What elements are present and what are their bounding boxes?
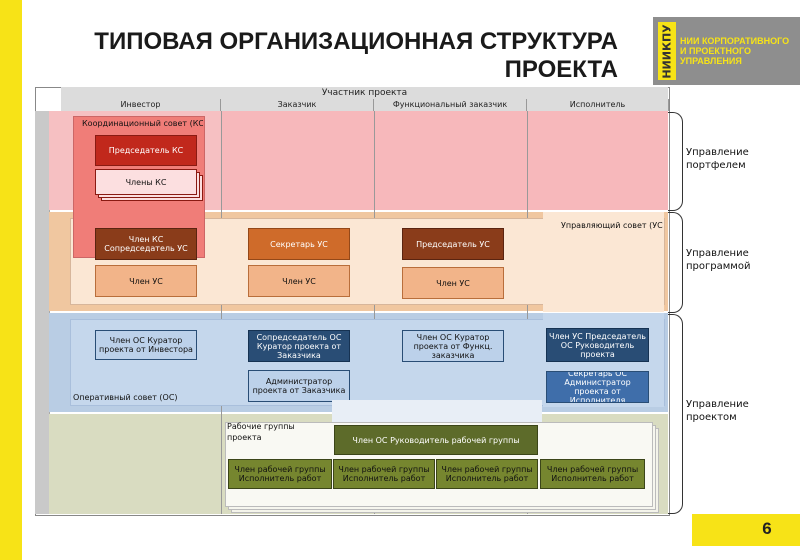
page-number: 6 (762, 519, 772, 538)
workgroup-leader-box: Член ОС Руководитель рабочей группы (334, 425, 538, 455)
level-strip (35, 111, 50, 514)
logo-background (653, 17, 800, 85)
level-label-program: Управление программой (686, 248, 751, 272)
band-portfolio-inner (221, 111, 668, 210)
program-secretary-box: Секретарь УС (248, 228, 350, 260)
left-accent-bar (0, 0, 22, 560)
project-admin-box: Администратор проекта от Заказчика (248, 370, 350, 402)
column-divider (374, 111, 375, 514)
header-col-investor: Инвестор (61, 99, 221, 111)
ks-members-box: Члены КС (95, 169, 197, 195)
func-project-member-box: Член ОС Куратор проекта от Функц. заказч… (402, 330, 504, 362)
workgroup-label: Рабочие группы проекта (227, 422, 295, 442)
header-col-func-customer: Функциональный заказчик (374, 99, 527, 111)
workgroup-member-box: Член рабочей группы Исполнитель работ (540, 459, 645, 489)
page-number-box (692, 514, 800, 546)
project-chair-box: Член УС Председатель ОС Руководитель про… (546, 328, 649, 362)
workgroup-member-box: Член рабочей группы Исполнитель работ (436, 459, 538, 489)
logo-mark: НИИКПУ (658, 22, 676, 80)
column-divider (527, 111, 528, 514)
program-brace (668, 212, 683, 313)
investor-program-member-box: Член КС Сопредседатель УС (95, 228, 197, 260)
workgroup-member-box: Член рабочей группы Исполнитель работ (333, 459, 435, 489)
logo-text: НИИ КОРПОРАТИВНОГО И ПРОЕКТНОГО УПРАВЛЕН… (680, 36, 790, 66)
project-council-label: Оперативный совет (ОС) (73, 393, 178, 402)
level-label-portfolio: Управление портфелем (686, 147, 749, 171)
investor-program-member2-box: Член УС (95, 265, 197, 297)
level-label-project: Управление проектом (686, 399, 749, 423)
workgroup-member-box: Член рабочей группы Исполнитель работ (228, 459, 332, 489)
column-divider (221, 111, 222, 514)
page-title: ТИПОВАЯ ОРГАНИЗАЦИОННАЯ СТРУКТУРА ПРОЕКТ… (94, 28, 618, 83)
customer-program-member-box: Член УС (248, 265, 350, 297)
program-council-panel-ext (543, 212, 664, 312)
func-program-member-box: Член УС (402, 267, 504, 299)
program-chair-box: Председатель УС (402, 228, 504, 260)
header-col-executor: Исполнитель (527, 99, 669, 111)
ks-chair-box: Председатель КС (95, 135, 197, 166)
program-council-label: Управляющий совет (УС) (561, 221, 663, 230)
portfolio-brace (668, 112, 683, 211)
project-cochair-box: Сопредседатель ОС Куратор проекта от Зак… (248, 330, 350, 362)
project-brace (668, 314, 683, 514)
coordination-council-label: Координационный совет (КС) (82, 119, 203, 128)
header-col-customer: Заказчик (221, 99, 374, 111)
investor-project-member-box: Член ОС Куратор проекта от Инвестора (95, 330, 197, 360)
project-secretary-box: Секретарь ОС Администратор проекта от Ис… (546, 371, 649, 403)
